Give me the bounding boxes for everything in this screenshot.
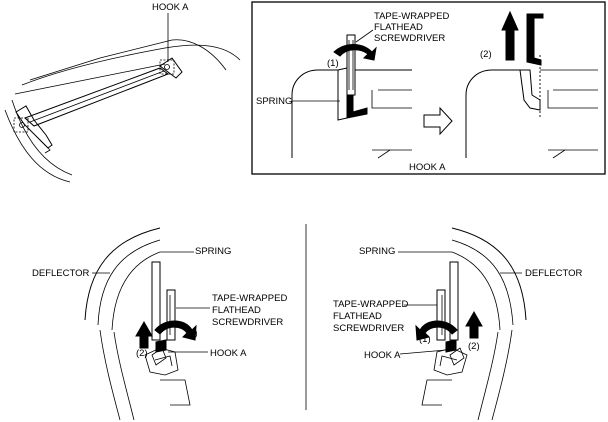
- inset-tool-label-1: TAPE-WRAPPED: [374, 11, 449, 22]
- hook-a-label-top: HOOK A: [152, 2, 189, 13]
- inset-tool-label-2: FLATHEAD: [374, 22, 423, 33]
- right-hook-a-label: HOOK A: [364, 350, 401, 361]
- left-hook-a-label: HOOK A: [210, 348, 247, 359]
- right-tool-label-1: TAPE-WRAPPED: [333, 299, 408, 310]
- roof-overview-illustration: [4, 13, 241, 183]
- transition-arrow-icon: [423, 106, 453, 136]
- right-tool-label-2: FLATHEAD: [333, 311, 382, 322]
- left-tool-label-3: SCREWDRIVER: [212, 317, 283, 328]
- right-detail-illustration: [415, 227, 527, 421]
- right-step1-label: (1): [419, 334, 431, 345]
- inset-frame: [251, 1, 606, 175]
- left-detail-illustration: [84, 227, 197, 421]
- left-tool-label-1: TAPE-WRAPPED: [212, 293, 287, 304]
- inset-left-illustration: [291, 34, 412, 159]
- inset-hook-a-label: HOOK A: [409, 162, 446, 173]
- left-deflector-label: DEFLECTOR: [32, 268, 90, 279]
- left-step2-label: (2): [136, 348, 148, 359]
- left-spring-label: SPRING: [195, 246, 231, 257]
- right-deflector-label: DEFLECTOR: [525, 268, 583, 279]
- inset-spring-label: SPRING: [256, 96, 292, 107]
- inset-tool-label-3: SCREWDRIVER: [374, 33, 445, 44]
- right-step2-label: (2): [468, 341, 480, 352]
- inset-step1-label: (1): [327, 58, 339, 69]
- right-spring-label: SPRING: [359, 246, 395, 257]
- inset-right-illustration: [465, 10, 598, 159]
- right-tool-label-3: SCREWDRIVER: [333, 323, 404, 334]
- left-step1-label: (1): [186, 328, 198, 339]
- inset-step2-label: (2): [480, 49, 492, 60]
- left-tool-label-2: FLATHEAD: [212, 305, 261, 316]
